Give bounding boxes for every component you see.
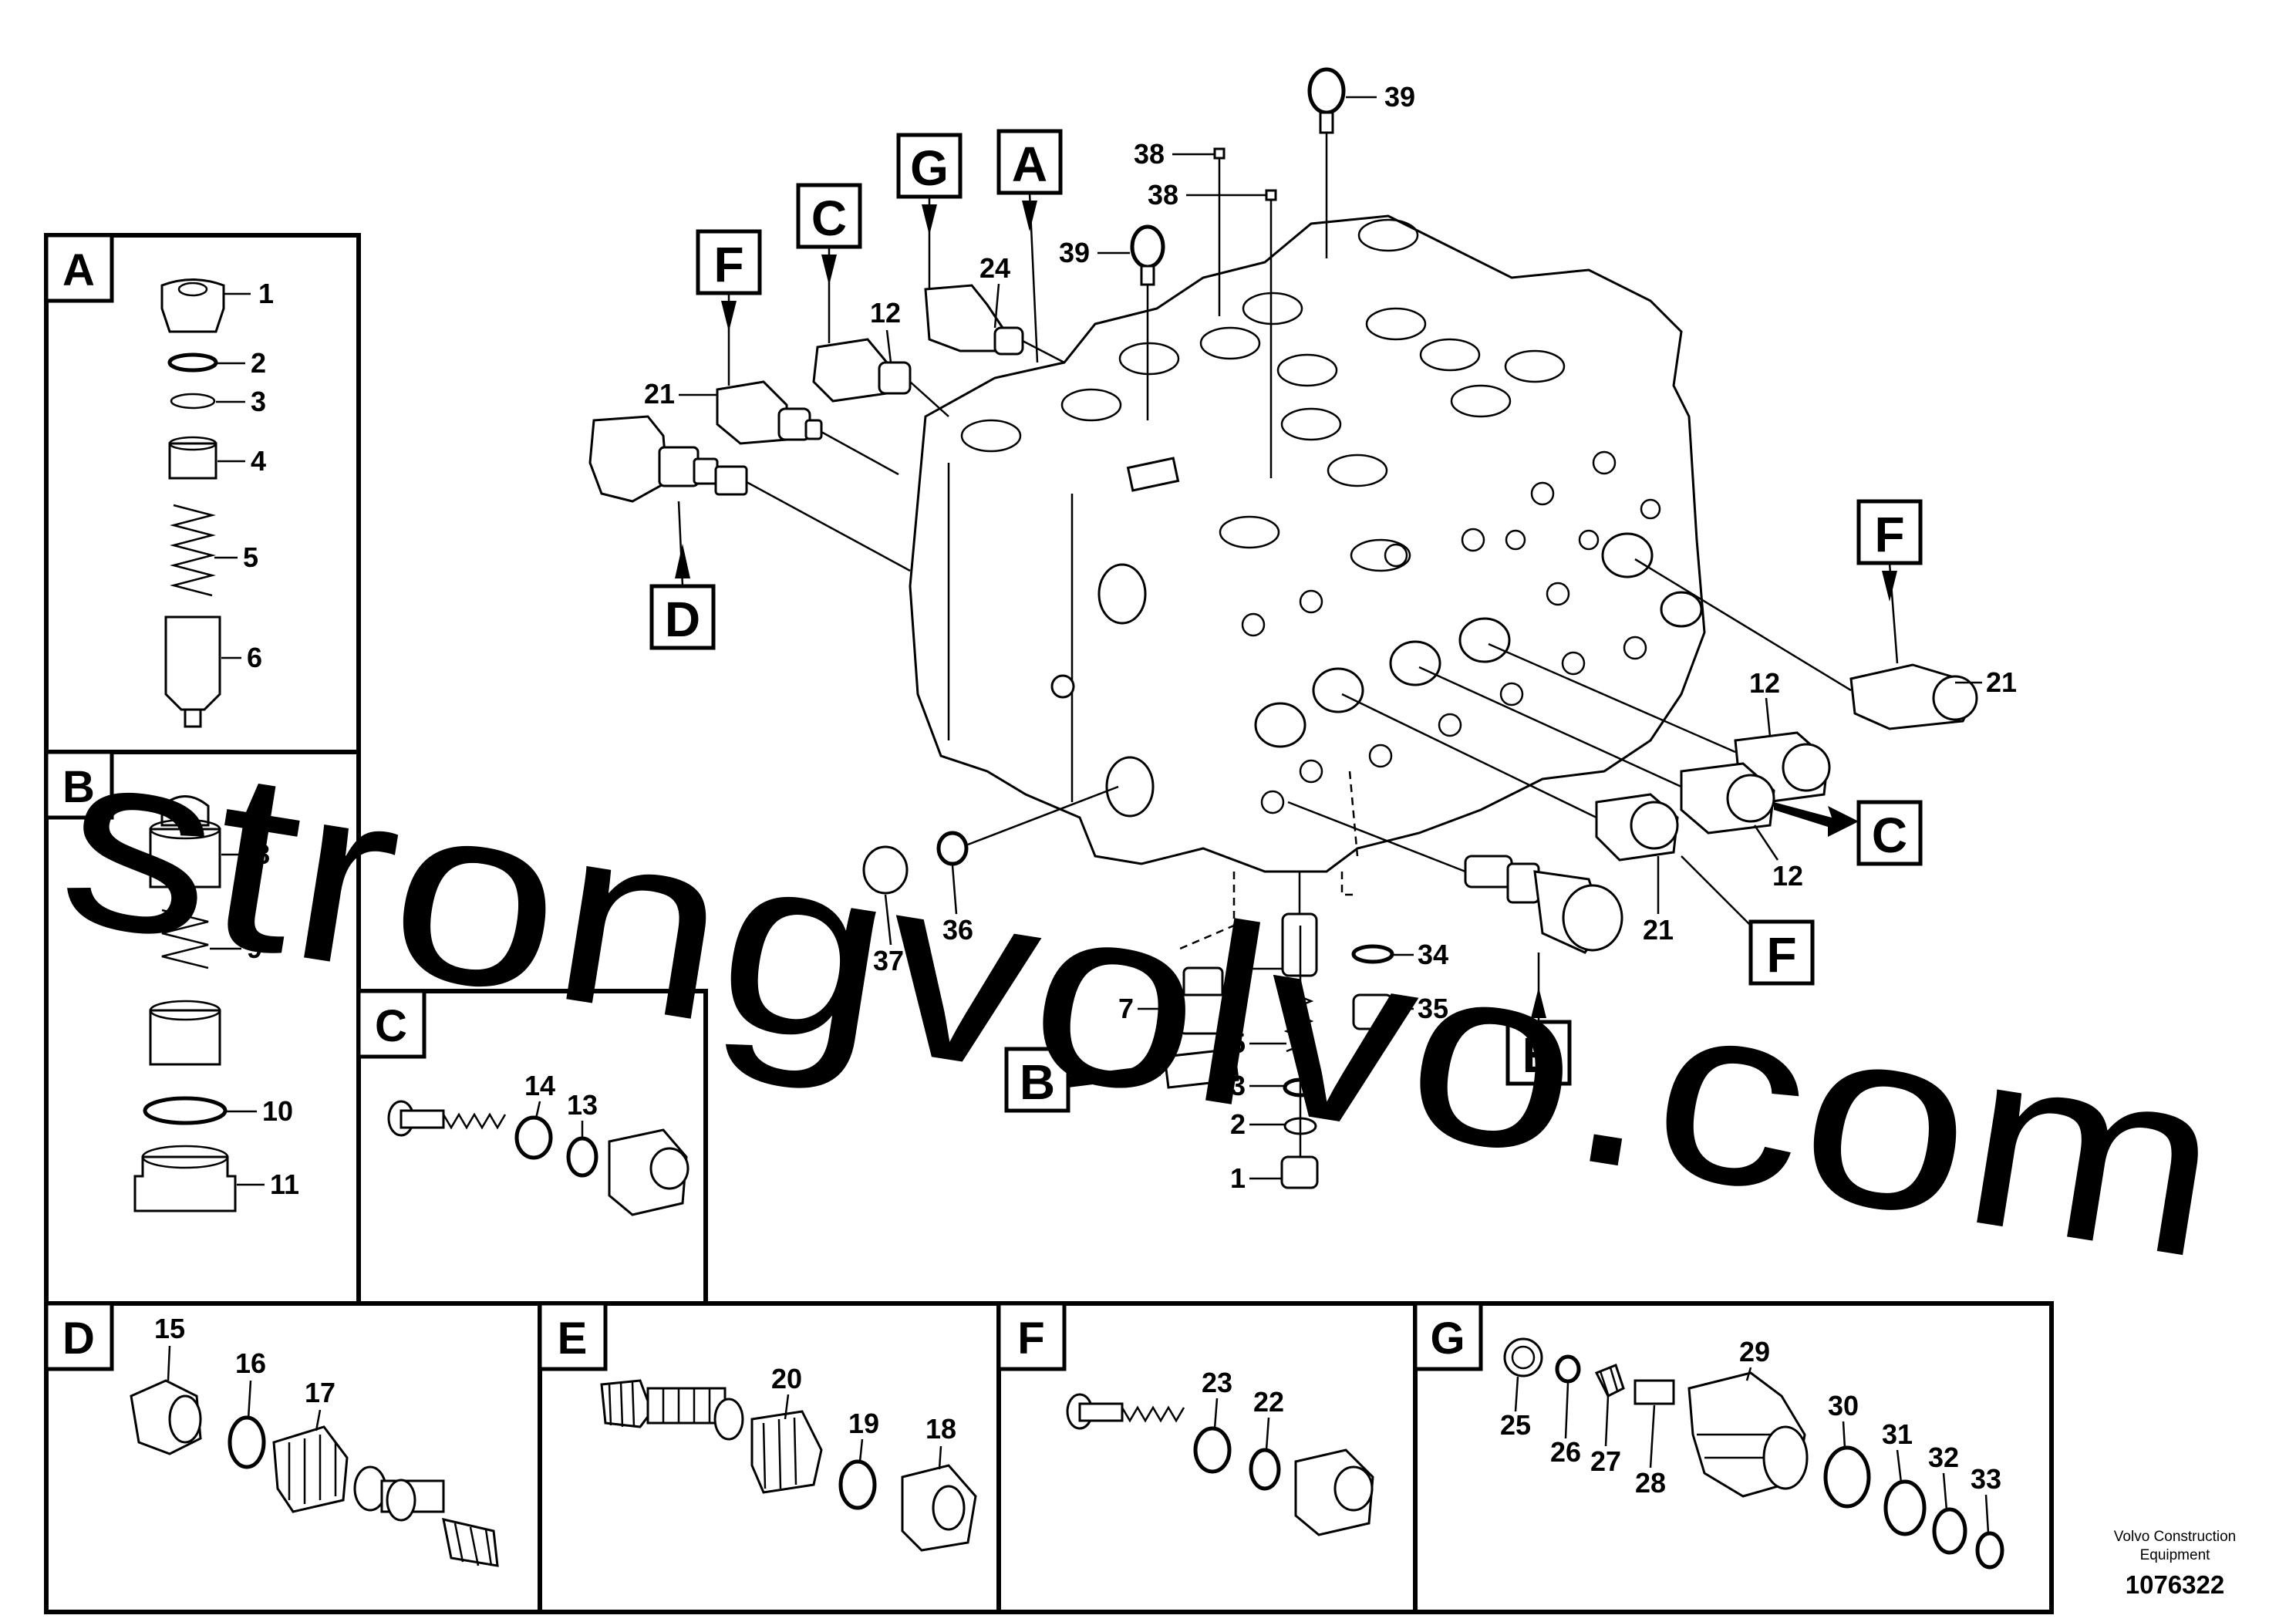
main-components xyxy=(588,67,1978,1189)
callout-3: 3 xyxy=(1230,1070,1246,1101)
panel-f-part-22: 22 xyxy=(1253,1386,1284,1418)
callout-2: 2 xyxy=(1230,1108,1246,1140)
valve-d xyxy=(588,415,911,572)
box-c-right: C xyxy=(1872,808,1907,863)
panel-b: B 8 9 10 11 xyxy=(44,750,361,1306)
panel-d-letter: D xyxy=(62,1313,95,1364)
panel-b-part-9: 9 xyxy=(247,932,262,964)
valve-12-top xyxy=(812,338,949,417)
panel-g-part-25: 25 xyxy=(1500,1409,1531,1441)
panel-f: F 23 22 xyxy=(996,1301,1418,1614)
panel-g: G 29 25 26 27 28 30 31 32 33 xyxy=(1413,1301,2054,1614)
brand-line-2: Equipment xyxy=(2140,1547,2211,1563)
panel-f-part-23: 23 xyxy=(1202,1367,1232,1398)
panel-a-part-1: 1 xyxy=(258,278,274,309)
callout-39-top: 39 xyxy=(1384,81,1415,113)
panel-b-part-8: 8 xyxy=(255,838,270,870)
panel-d-part-15: 15 xyxy=(154,1313,185,1344)
callout-6: 6 xyxy=(1230,953,1246,984)
callout-37: 37 xyxy=(873,945,904,976)
panel-g-part-27: 27 xyxy=(1590,1445,1621,1477)
panel-b-part-11: 11 xyxy=(270,1168,299,1200)
panel-g-part-32: 32 xyxy=(1928,1442,1959,1473)
panel-e: E 20 19 18 xyxy=(538,1301,1001,1614)
panel-b-letter: B xyxy=(62,762,95,812)
panel-c-part-13: 13 xyxy=(567,1089,598,1121)
panel-a: A 1 2 3 4 5 6 xyxy=(44,233,361,754)
panel-a-part-5: 5 xyxy=(243,541,258,573)
eye-bolt-mid xyxy=(1130,224,1165,420)
brand-line-1: Volvo Construction xyxy=(2114,1529,2236,1545)
box-b: B xyxy=(1020,1054,1055,1110)
box-g-top: G xyxy=(910,140,949,196)
panel-e-part-20: 20 xyxy=(771,1363,802,1394)
valve-21-right-b xyxy=(1341,693,1679,862)
panel-g-part-30: 30 xyxy=(1828,1390,1859,1421)
callout-7: 7 xyxy=(1118,993,1134,1024)
panel-a-letter: A xyxy=(62,245,95,295)
panel-g-letter: G xyxy=(1430,1313,1465,1364)
box-f-right: F xyxy=(1874,507,1904,562)
box-a-top: A xyxy=(1012,137,1047,192)
valve-12-right-b xyxy=(1418,666,1775,835)
box-f-top: F xyxy=(713,237,743,292)
panel-c-part-14: 14 xyxy=(524,1070,555,1101)
panel-a-part-4: 4 xyxy=(251,445,266,477)
panel-e-part-18: 18 xyxy=(925,1413,956,1445)
box-d: D xyxy=(665,592,700,647)
box-f-right-b: F xyxy=(1766,927,1796,983)
valve-21-right xyxy=(1634,558,1978,730)
panel-a-part-3: 3 xyxy=(251,386,266,417)
panel-g-part-31: 31 xyxy=(1882,1418,1913,1450)
panel-d: D 15 16 17 xyxy=(44,1301,542,1614)
eye-bolt-top xyxy=(1307,67,1346,258)
callout-38-b: 38 xyxy=(1148,179,1178,211)
drawing-number: 1076322 xyxy=(2126,1570,2224,1599)
callout-35: 35 xyxy=(1418,993,1448,1024)
callout-12-right-a: 12 xyxy=(1749,667,1780,699)
panel-g-part-26: 26 xyxy=(1550,1436,1581,1468)
box-c-top: C xyxy=(811,191,847,246)
panel-b-part-10: 10 xyxy=(262,1095,293,1127)
side-ports xyxy=(1241,450,1703,814)
callout-38-a: 38 xyxy=(1134,138,1165,170)
callout-39-mid: 39 xyxy=(1059,237,1090,268)
callout-5: 5 xyxy=(1230,1027,1246,1059)
callout-21-top: 21 xyxy=(644,378,675,410)
valve-24 xyxy=(924,284,1065,364)
panel-a-part-2: 2 xyxy=(251,347,266,379)
panel-g-part-28: 28 xyxy=(1635,1467,1666,1499)
main-letter-boxes: G A C F D F C F E B xyxy=(649,129,1923,1113)
callout-34: 34 xyxy=(1418,939,1448,970)
panel-f-letter: F xyxy=(1017,1313,1044,1364)
panel-d-part-16: 16 xyxy=(235,1347,266,1379)
top-ports xyxy=(960,218,1566,572)
panel-c-letter: C xyxy=(375,1001,407,1051)
panel-d-part-17: 17 xyxy=(305,1377,335,1408)
panel-g-part-33: 33 xyxy=(1971,1463,2001,1495)
callout-21-right: 21 xyxy=(1986,666,2017,698)
panel-c: C 14 13 xyxy=(356,989,708,1306)
valve-21-top xyxy=(716,380,899,476)
callout-12-top: 12 xyxy=(870,297,901,329)
panel-a-part-6: 6 xyxy=(247,642,262,673)
callout-1: 1 xyxy=(1230,1162,1246,1194)
callout-36: 36 xyxy=(942,914,973,946)
panel-g-part-29: 29 xyxy=(1739,1336,1770,1367)
main-callouts: 39 38 38 39 24 12 21 21 12 12 21 37 36 3… xyxy=(644,81,2017,1194)
callout-21-right-b: 21 xyxy=(1643,914,1674,946)
valve-e xyxy=(1287,801,1623,954)
callout-12-right-b: 12 xyxy=(1772,860,1803,892)
panel-e-part-19: 19 xyxy=(848,1408,879,1439)
plug-37 xyxy=(862,785,1119,895)
callout-24: 24 xyxy=(979,252,1010,284)
bottom-stack xyxy=(1163,912,1319,1189)
box-e: E xyxy=(1522,1027,1556,1083)
panel-e-letter: E xyxy=(558,1313,588,1364)
